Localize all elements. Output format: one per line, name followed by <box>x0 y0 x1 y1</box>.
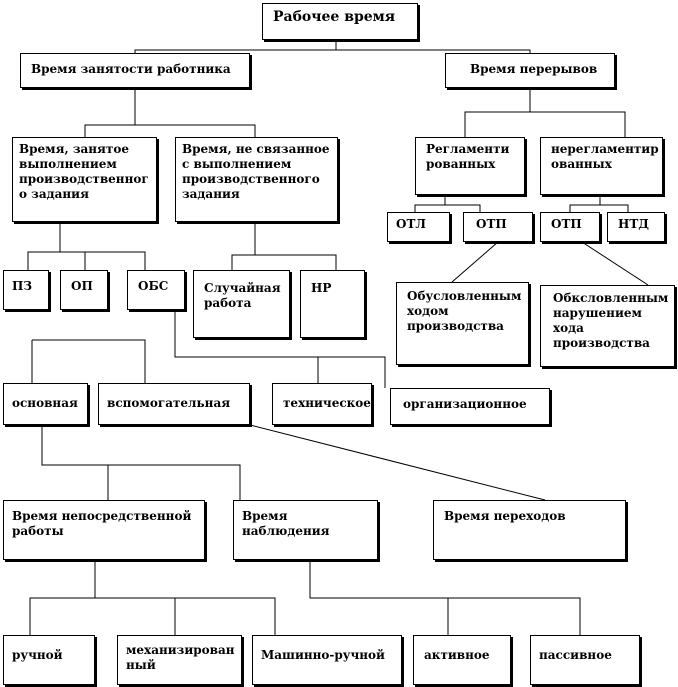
node-active: активное <box>413 635 511 685</box>
node-transitions: Время переходов <box>433 500 626 560</box>
node-observation: Время наблюдения <box>233 500 378 560</box>
node-ntd: НТД <box>607 212 665 242</box>
connector-direct-mechanized <box>95 597 176 635</box>
connector-direct-machine <box>175 597 276 635</box>
connector-regulated-otp <box>445 204 481 212</box>
connector-nontask-nr <box>255 254 337 270</box>
node-technical: техническое <box>272 383 372 425</box>
connector-unregulated-split <box>569 195 601 212</box>
connector-main-observation <box>108 464 241 500</box>
connector-task-op <box>60 251 146 270</box>
node-manual: ручной <box>3 635 95 685</box>
node-organizational: организационное <box>390 388 550 425</box>
node-production-caused: Обусловленным ходом производства <box>396 282 529 365</box>
node-op: ОП <box>60 270 108 310</box>
node-random-work: Случайная работа <box>193 270 290 338</box>
node-passive: пассивное <box>530 635 640 685</box>
node-obs: ОБС <box>127 270 185 310</box>
connector-main-split <box>41 425 109 500</box>
node-pz: ПЗ <box>3 270 49 310</box>
node-otp-regulated: ОТП <box>463 212 533 242</box>
node-employment-time: Время занятости работника <box>20 53 250 88</box>
node-regulated: Регламенти рованных <box>415 137 525 195</box>
connector-direct-split <box>29 560 96 635</box>
node-direct-work: Время непосредственной работы <box>3 500 205 560</box>
connector-unregulated-ntd <box>600 204 629 212</box>
connector-op-aux <box>32 339 146 383</box>
connector-otp2-violation <box>581 241 649 286</box>
node-otp-unregulated: ОТП <box>540 212 600 242</box>
node-task-time: Время, занятое выполнением производствен… <box>12 137 157 222</box>
connector-aux-transitions <box>249 424 546 501</box>
connector-task-split <box>27 222 61 270</box>
connector-observation-split <box>309 560 449 635</box>
connector-nontask-split <box>231 222 256 270</box>
connector-root-employment <box>134 40 337 53</box>
connector-regulated-split <box>414 195 446 212</box>
node-otl: ОТЛ <box>387 212 450 242</box>
connector-observation-passive <box>448 597 581 635</box>
connector-root-breaks <box>336 49 531 53</box>
node-root: Рабочее время <box>262 3 418 40</box>
connector-breaks-unregulated <box>530 111 626 137</box>
node-auxiliary: вспомогательная <box>98 383 250 425</box>
connector-breaks-split <box>464 88 531 137</box>
connector-otp1-production <box>451 241 499 283</box>
connector-employment-nontask <box>135 124 256 137</box>
node-violation-caused: Обкcловленным нарушением хода производст… <box>540 285 675 367</box>
connector-employment-split <box>84 88 136 137</box>
node-nr: НР <box>300 270 365 338</box>
node-break-time: Время перерывов <box>445 53 615 88</box>
connector-obs-org <box>318 356 386 388</box>
node-unregulated: нерегламентир ованных <box>540 137 663 195</box>
connector-obs-split <box>174 300 319 383</box>
node-non-task-time: Время, не связанное с выполнением произв… <box>175 137 338 222</box>
node-machine-manual: Машинно-ручной <box>252 635 402 685</box>
node-main: основная <box>3 383 88 425</box>
node-mechanized: механизирован ный <box>117 635 242 685</box>
